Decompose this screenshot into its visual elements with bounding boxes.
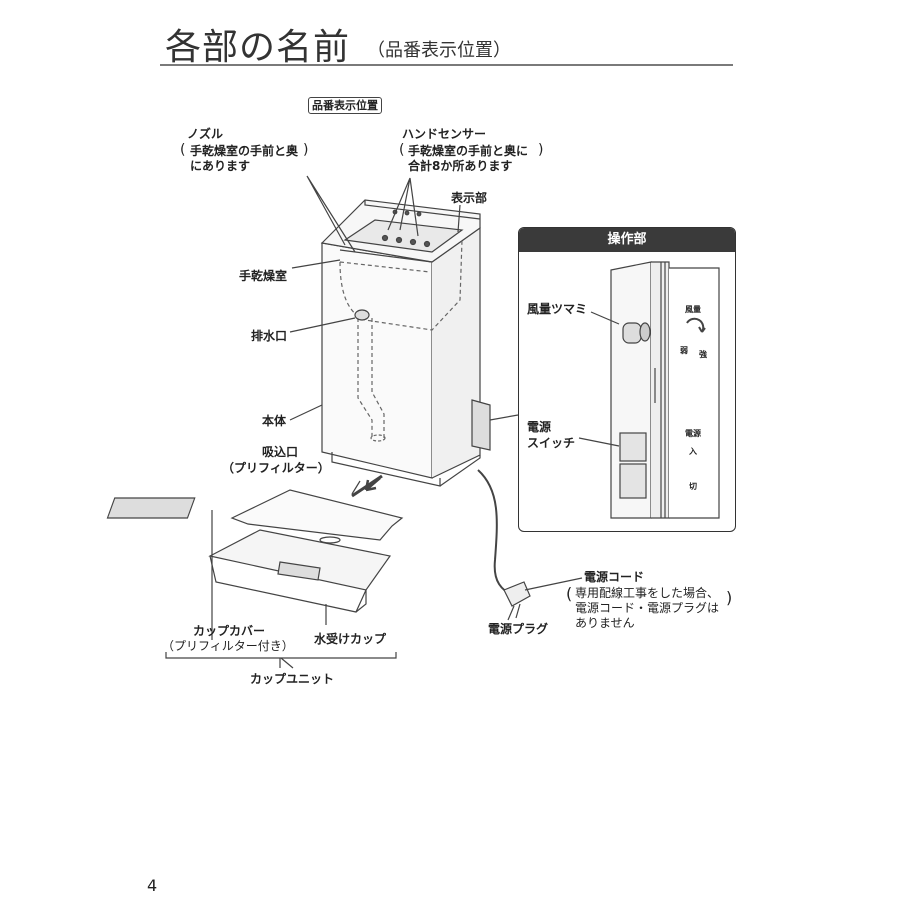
drying-chamber-label: 手乾燥室 [239, 269, 288, 283]
model-position-label: 品番表示位置 [308, 97, 382, 114]
title-rule [160, 64, 733, 66]
power-cord-label: 電源コード [584, 570, 645, 584]
display-label: 表示部 [451, 191, 488, 205]
hand-sensor-note-1: 手乾燥室の手前と奥に [408, 144, 529, 158]
drain-label: 排水口 [251, 329, 288, 343]
body-label: 本体 [262, 414, 287, 428]
power-off-label: 切 [689, 482, 697, 491]
control-panel-drawing [578, 261, 720, 519]
airflow-strong-label: 強 [699, 350, 707, 359]
power-cord-note-1: 専用配線工事をした場合、 [575, 586, 720, 600]
power-plug-label: 電源プラグ [488, 622, 549, 636]
airflow-knob-label: 風量ツマミ [527, 302, 588, 316]
cup-unit-label: カップユニット [250, 672, 335, 686]
airflow-weak-label: 弱 [680, 346, 688, 355]
power-scale-label: 電源 [685, 429, 701, 438]
airflow-scale-label: 風量 [685, 305, 701, 314]
power-cord-note-3: ありません [575, 616, 635, 630]
power-cord-bracket-left: ( [566, 584, 573, 603]
hand-sensor-bracket-left: ( [399, 142, 405, 158]
page-number: 4 [147, 876, 158, 895]
nozzle-note-1: 手乾燥室の手前と奥 [190, 144, 299, 158]
power-switch-label-2: スイッチ [527, 436, 576, 450]
nozzle-bracket-left: ( [180, 142, 186, 158]
cup-cover-label: カップカバー [193, 624, 266, 638]
power-on-label: 入 [689, 447, 697, 456]
hand-sensor-label: ハンドセンサー [402, 127, 487, 141]
intake-label: 吸込口 [262, 445, 299, 459]
page-title: 各部の名前 [165, 27, 351, 68]
control-panel-title: 操作部 [519, 228, 735, 252]
control-panel-inset: 操作部 風量ツマミ 電源 スイッチ 風量 弱 強 電源 入 切 [518, 227, 736, 532]
power-switch-label-1: 電源 [527, 420, 552, 434]
water-cup-label: 水受けカップ [314, 632, 387, 646]
nozzle-note-2: にあります [190, 159, 251, 173]
hand-sensor-bracket-right: ) [538, 142, 544, 158]
page-subtitle: （品番表示位置） [367, 40, 511, 61]
hand-sensor-note-2: 合計8か所あります [408, 159, 513, 173]
cup-cover-note: （プリフィルター付き） [162, 639, 294, 653]
power-cord-note-2: 電源コード・電源プラグは [575, 601, 720, 615]
power-cord-bracket-right: ) [726, 588, 733, 607]
nozzle-label: ノズル [187, 127, 224, 141]
nozzle-bracket-right: ) [303, 142, 309, 158]
intake-sub-label: （プリフィルター） [222, 461, 330, 475]
